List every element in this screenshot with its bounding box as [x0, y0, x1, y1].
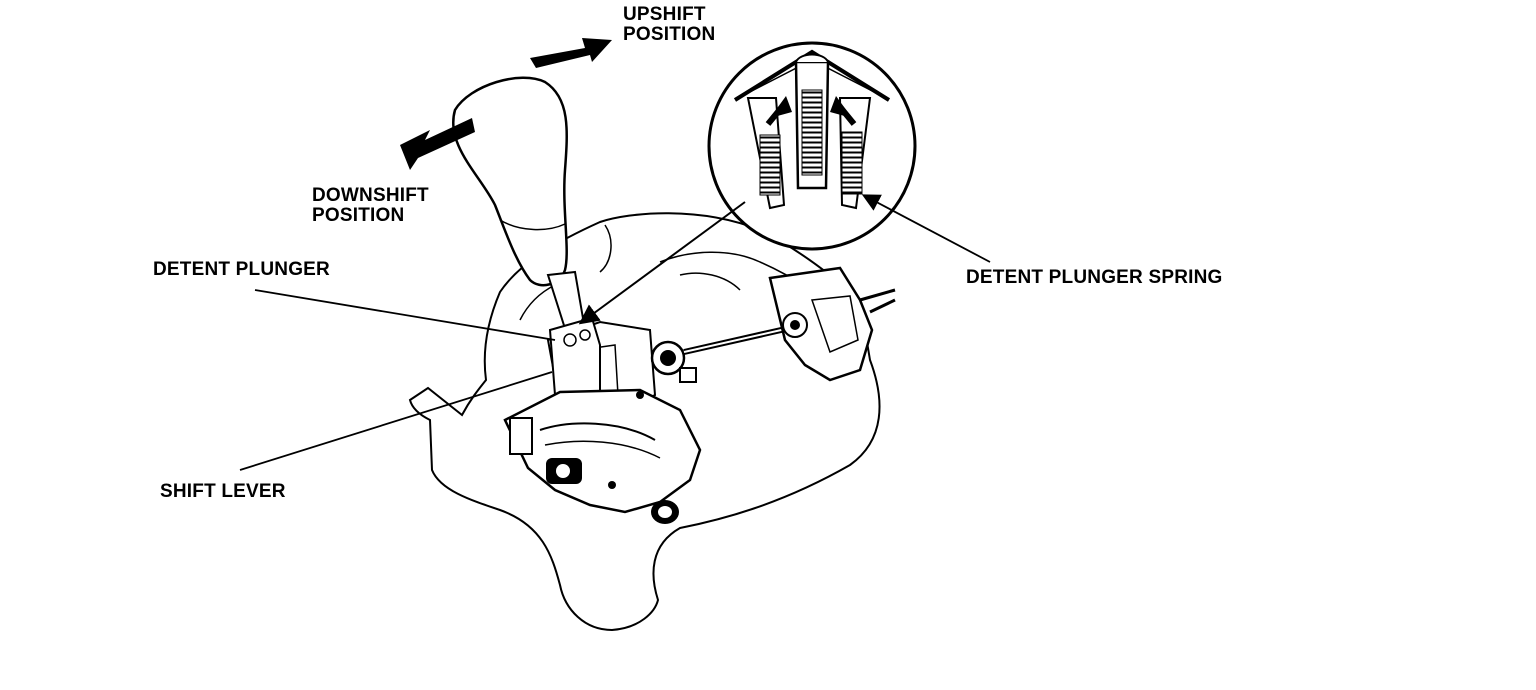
shift-knob	[452, 76, 568, 287]
downshift-arrow	[400, 118, 475, 170]
detent-plunger-label: DETENT PLUNGER	[153, 259, 330, 280]
upshift-label-line2: POSITION	[623, 24, 716, 45]
upshift-arrow	[530, 38, 612, 68]
upshift-label: UPSHIFT POSITION	[623, 5, 715, 45]
leader-detent-plunger-spring	[861, 194, 991, 263]
detent-plunger-spring-label: DETENT PLUNGER SPRING	[966, 267, 1223, 288]
downshift-label-line1: DOWNSHIFT	[312, 185, 429, 206]
downshift-label: DOWNSHIFT POSITION	[312, 186, 429, 226]
leader-detent-plunger	[254, 289, 556, 341]
shift-lever-label: SHIFT LEVER	[160, 481, 286, 502]
detent-detail-zoom	[707, 41, 917, 251]
detail-pointer	[578, 201, 746, 325]
upshift-label-line1: UPSHIFT	[623, 4, 706, 25]
downshift-label-line2: POSITION	[312, 205, 405, 226]
leader-shift-lever	[239, 371, 553, 471]
